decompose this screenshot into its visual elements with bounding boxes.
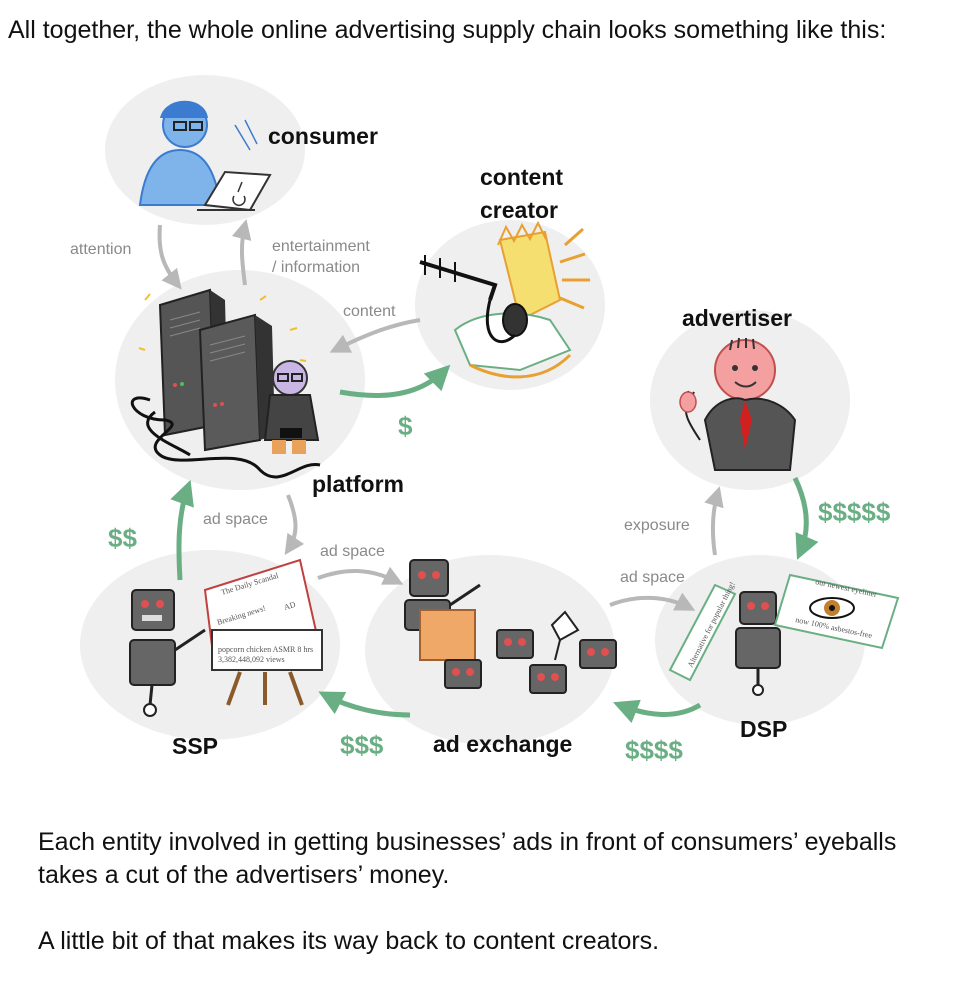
consumer-illustration bbox=[138, 100, 272, 212]
entertainment-label-line2: / information bbox=[272, 259, 360, 276]
exchange-ad-space-label: ad space bbox=[620, 569, 685, 586]
arrow-exchange-to-ssp bbox=[318, 691, 411, 718]
platform-illustration bbox=[130, 278, 321, 479]
arrow-ssp-ad-space bbox=[317, 566, 404, 585]
ad-exchange-illustration bbox=[404, 559, 617, 694]
ssp-ad-space-label: ad space bbox=[320, 543, 385, 560]
arrow-attention bbox=[157, 224, 182, 290]
bidder-robot-icon bbox=[579, 639, 617, 669]
dsp-label: DSP bbox=[740, 716, 787, 742]
arrow-content bbox=[329, 318, 421, 353]
newspaper-ad-text: AD bbox=[283, 600, 297, 612]
supply-chain-diagram: The Daily Scandal AD Breaking news! popc… bbox=[70, 75, 900, 765]
dsp-illustration: our newest eyeliner now 100% asbestos-fr… bbox=[668, 573, 900, 696]
content-edge-label: content bbox=[343, 303, 396, 320]
attention-label: attention bbox=[70, 241, 131, 258]
platform-ad-space-label: ad space bbox=[203, 511, 268, 528]
platform-to-creator-money-label: $ bbox=[398, 411, 413, 441]
content-creator-label-line2: creator bbox=[480, 197, 558, 223]
advertiser-label: advertiser bbox=[682, 305, 792, 331]
advertiser-to-dsp-money-label: $$$$$ bbox=[818, 497, 891, 527]
bidder-robot-icon bbox=[529, 664, 567, 694]
arrow-ssp-to-platform bbox=[170, 479, 194, 581]
video-views-text: 3,382,448,092 views bbox=[218, 655, 285, 664]
arrow-entertainment bbox=[231, 219, 252, 286]
arrow-exchange-ad-space bbox=[609, 592, 696, 611]
entertainment-label-line1: entertainment bbox=[272, 238, 370, 255]
content-creator-label-line1: content bbox=[480, 164, 563, 190]
cut-explanation-paragraph: Each entity involved in getting business… bbox=[38, 828, 897, 889]
ad-exchange-label: ad exchange bbox=[433, 731, 572, 757]
bidder-robot-icon bbox=[444, 659, 482, 689]
intro-heading: All together, the whole online advertisi… bbox=[8, 16, 887, 44]
arrow-platform-ad-space bbox=[284, 494, 305, 555]
ssp-to-platform-money-label: $$ bbox=[108, 523, 137, 553]
exposure-label: exposure bbox=[624, 517, 690, 534]
exchange-to-ssp-money-label: $$$ bbox=[340, 730, 384, 760]
creator-share-paragraph: A little bit of that makes its way back … bbox=[38, 927, 660, 955]
platform-label: platform bbox=[312, 471, 404, 497]
advertiser-illustration bbox=[679, 337, 797, 471]
ssp-illustration: The Daily Scandal AD Breaking news! popc… bbox=[129, 558, 323, 717]
flow-arrows bbox=[157, 219, 724, 611]
bidder-robot-icon bbox=[496, 629, 534, 659]
arrow-platform-to-creator bbox=[339, 364, 451, 399]
money-arrows bbox=[170, 364, 819, 724]
ssp-label: SSP bbox=[172, 733, 218, 759]
video-caption-text: popcorn chicken ASMR 8 hrs bbox=[218, 645, 313, 654]
consumer-label: consumer bbox=[268, 123, 378, 149]
arrow-advertiser-to-dsp bbox=[792, 476, 819, 560]
content-creator-illustration bbox=[419, 220, 590, 379]
dsp-to-exchange-money-label: $$$$ bbox=[625, 735, 683, 765]
arrow-exposure bbox=[704, 486, 724, 556]
arrow-dsp-to-exchange bbox=[613, 699, 702, 724]
